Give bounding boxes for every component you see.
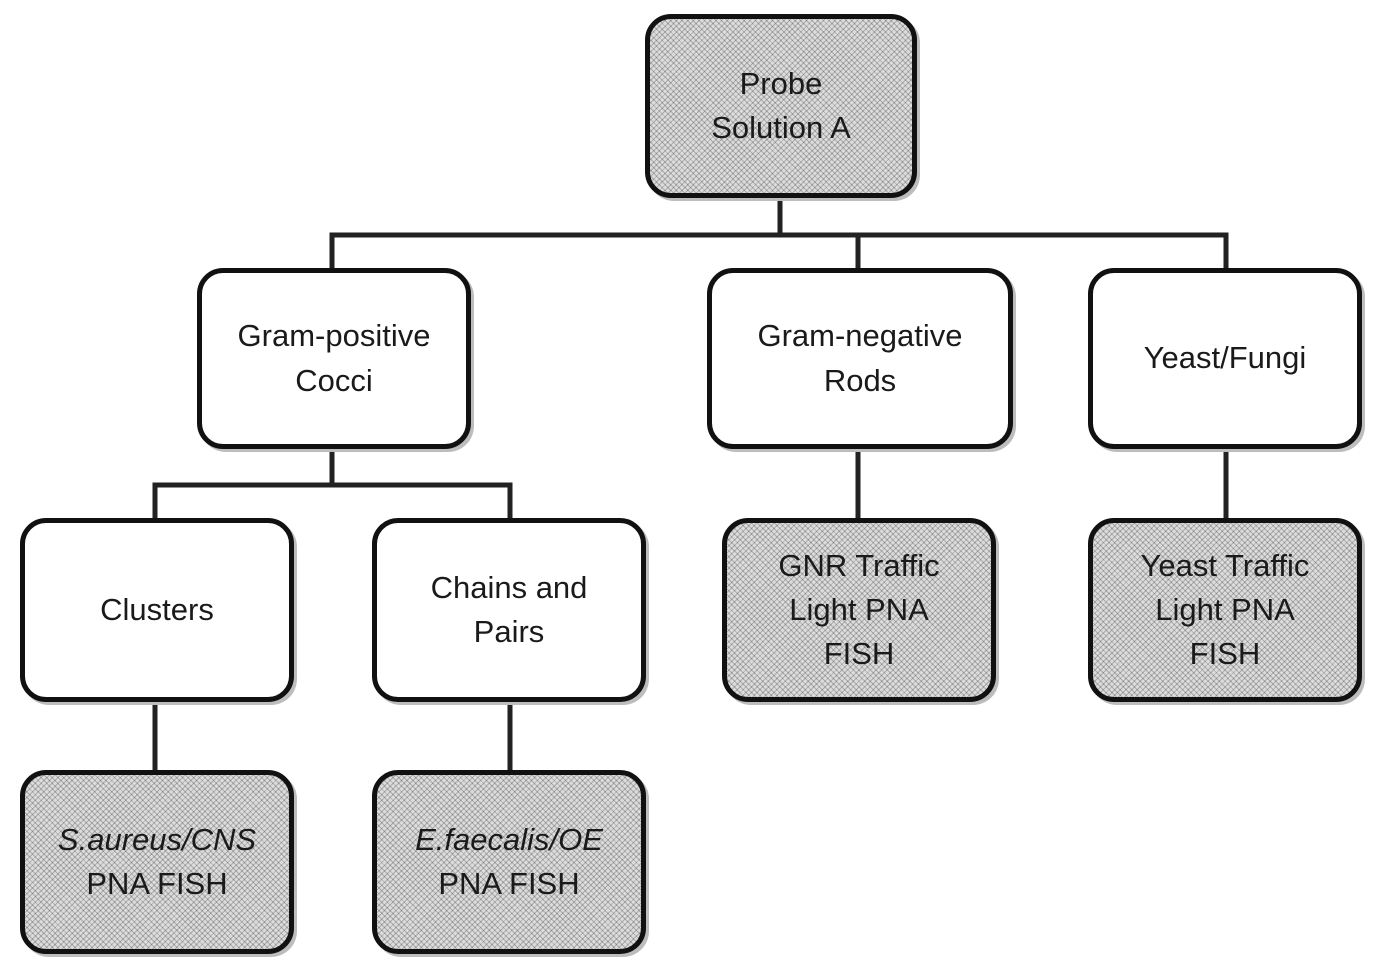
node-gnr-fish-line-1: GNR Traffic [778,544,939,588]
node-yeast-fish-line-3: FISH [1141,632,1310,676]
node-yeast-fish-label: Yeast Traffic Light PNA FISH [1141,544,1310,676]
node-chains-line-1: Chains and [431,566,588,610]
node-saureus-fish-label: S.aureus/CNS PNA FISH [58,818,256,906]
node-probe-solution-a: Probe Solution A [645,14,917,198]
node-gnr-fish-line-2: Light PNA [778,588,939,632]
node-probe-label: Probe Solution A [711,62,851,150]
node-saureus-cns-pna-fish: S.aureus/CNS PNA FISH [20,770,294,954]
node-chains-label: Chains and Pairs [431,566,588,654]
node-saureus-fish-line-1: S.aureus/CNS [58,818,256,862]
node-efaecalis-fish-line-2: PNA FISH [415,862,603,906]
node-yeast-fish-line-2: Light PNA [1141,588,1310,632]
node-gram-positive-line-2: Cocci [238,359,431,403]
node-efaecalis-oe-pna-fish: E.faecalis/OE PNA FISH [372,770,646,954]
node-probe-line-2: Solution A [711,106,851,150]
node-clusters-label: Clusters [100,588,214,632]
node-gnr-fish-line-3: FISH [778,632,939,676]
node-saureus-fish-line-2: PNA FISH [58,862,256,906]
node-yeast-fish-line-1: Yeast Traffic [1141,544,1310,588]
node-gram-positive-line-1: Gram-positive [238,314,431,358]
node-chains-and-pairs: Chains and Pairs [372,518,646,702]
node-gram-negative-line-2: Rods [757,359,962,403]
node-chains-line-2: Pairs [431,610,588,654]
node-yeast-traffic-light-pna-fish: Yeast Traffic Light PNA FISH [1088,518,1362,702]
node-gram-negative-rods: Gram-negative Rods [707,268,1013,449]
node-gnr-fish-label: GNR Traffic Light PNA FISH [778,544,939,676]
node-efaecalis-fish-line-1: E.faecalis/OE [415,818,603,862]
node-clusters-line-1: Clusters [100,588,214,632]
node-gnr-traffic-light-pna-fish: GNR Traffic Light PNA FISH [722,518,996,702]
node-yeast-line-1: Yeast/Fungi [1144,336,1307,380]
node-gram-negative-line-1: Gram-negative [757,314,962,358]
node-yeast-fungi: Yeast/Fungi [1088,268,1362,449]
node-clusters: Clusters [20,518,294,702]
node-gram-positive-label: Gram-positive Cocci [238,314,431,402]
node-probe-line-1: Probe [711,62,851,106]
node-gram-positive-cocci: Gram-positive Cocci [197,268,471,449]
node-gram-negative-label: Gram-negative Rods [757,314,962,402]
node-efaecalis-fish-label: E.faecalis/OE PNA FISH [415,818,603,906]
node-yeast-label: Yeast/Fungi [1144,336,1307,380]
